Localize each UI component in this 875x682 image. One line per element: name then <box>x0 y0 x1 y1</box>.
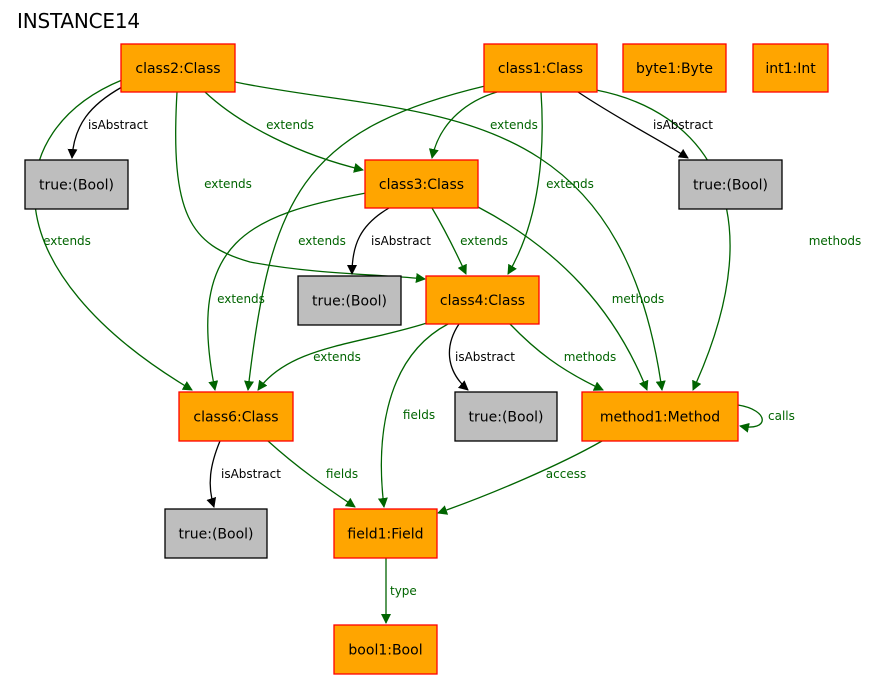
node-true_b: true:(Bool) <box>678 159 783 210</box>
node-box <box>483 43 598 93</box>
node-label: class1:Class <box>498 61 583 77</box>
edge-label-extends: extends <box>217 292 265 306</box>
edge-label-methods: methods <box>809 234 862 248</box>
node-box <box>24 159 129 210</box>
node-field1: field1:Field <box>333 508 438 559</box>
edge-label-isAbstract: isAbstract <box>653 118 713 132</box>
edge-class3-methods-method1 <box>477 206 649 391</box>
edge-label-extends: extends <box>43 234 91 248</box>
node-class6: class6:Class <box>178 391 294 442</box>
node-true_c: true:(Bool) <box>297 275 402 326</box>
edge-method1-access-field1 <box>437 440 603 515</box>
node-label: method1:Method <box>600 410 720 426</box>
node-box <box>622 43 727 93</box>
node-label: int1:Int <box>765 61 816 77</box>
node-label: true:(Bool) <box>179 527 254 543</box>
node-label: true:(Bool) <box>39 178 114 194</box>
node-method1: method1:Method <box>581 391 739 442</box>
edge-class2-isAbstract-true_a <box>67 86 123 159</box>
node-box <box>120 43 236 93</box>
edge-class4-fields-field1 <box>377 323 449 508</box>
node-label: byte1:Byte <box>636 61 713 77</box>
edge-class6-fields-field1 <box>267 440 356 508</box>
node-label: field1:Field <box>347 527 423 543</box>
node-true_e: true:(Bool) <box>164 508 268 559</box>
node-label: true:(Bool) <box>693 178 768 194</box>
node-box <box>333 624 438 675</box>
node-label: class4:Class <box>440 293 525 309</box>
edge-label-access: access <box>546 467 586 481</box>
node-true_a: true:(Bool) <box>24 159 129 210</box>
node-label: class6:Class <box>193 410 278 426</box>
node-class3: class3:Class <box>364 159 479 209</box>
edge-class1-extends-class4 <box>507 91 543 275</box>
edge-label-methods: methods <box>612 292 665 306</box>
edge-class1-extends-class6 <box>244 85 486 391</box>
edge-label-isAbstract: isAbstract <box>221 467 281 481</box>
edge-class6-isAbstract-true_e <box>206 440 221 508</box>
diagram-title: INSTANCE14 <box>17 9 140 33</box>
edge-method1-calls-method1 <box>737 404 763 433</box>
node-bool1: bool1:Bool <box>333 624 438 675</box>
node-box <box>333 508 438 559</box>
node-box <box>364 159 479 209</box>
edge-class1-isAbstract-true_b <box>577 91 689 159</box>
node-box <box>297 275 402 326</box>
edge-class4-isAbstract-true_d <box>448 323 469 391</box>
node-box <box>178 391 294 442</box>
node-label: class2:Class <box>135 61 220 77</box>
node-label: true:(Bool) <box>312 294 387 310</box>
edge-label-fields: fields <box>326 467 358 481</box>
node-box <box>752 43 829 93</box>
node-box <box>164 508 268 559</box>
edge-class4-methods-method1 <box>509 323 604 391</box>
edge-label-isAbstract: isAbstract <box>88 118 148 132</box>
edge-label-extends: extends <box>298 234 346 248</box>
edge-label-extends: extends <box>313 350 361 364</box>
edge-label-extends: extends <box>204 177 252 191</box>
node-int1: int1:Int <box>752 43 829 93</box>
node-box <box>581 391 739 442</box>
edge-label-extends: extends <box>546 177 594 191</box>
edge-class4-extends-class6 <box>257 321 431 391</box>
edge-label-extends: extends <box>266 118 314 132</box>
edge-label-type: type <box>390 584 417 598</box>
node-label: class3:Class <box>379 177 464 193</box>
edge-label-isAbstract: isAbstract <box>371 234 431 248</box>
edge-class3-extends-class4 <box>431 207 467 275</box>
node-label: bool1:Bool <box>348 643 422 659</box>
node-class1: class1:Class <box>483 43 598 93</box>
node-true_d: true:(Bool) <box>454 391 558 442</box>
node-box <box>425 275 540 325</box>
node-label: true:(Bool) <box>469 410 544 426</box>
edge-class1-extends-class3 <box>428 91 498 159</box>
edge-label-fields: fields <box>403 408 435 422</box>
edge-class3-extends-class6 <box>207 192 367 391</box>
edge-label-methods: methods <box>564 350 617 364</box>
node-class4: class4:Class <box>425 275 540 325</box>
node-box <box>678 159 783 210</box>
node-box <box>454 391 558 442</box>
edge-class3-isAbstract-true_c <box>347 207 390 275</box>
edge-label-isAbstract: isAbstract <box>455 350 515 364</box>
node-byte1: byte1:Byte <box>622 43 727 93</box>
edge-label-extends: extends <box>490 118 538 132</box>
edge-label-extends: extends <box>460 234 508 248</box>
edge-class2-methods-method1 <box>234 81 666 391</box>
edge-class2-extends-class3 <box>204 91 364 173</box>
node-class2: class2:Class <box>120 43 236 93</box>
edge-label-calls: calls <box>768 409 795 423</box>
